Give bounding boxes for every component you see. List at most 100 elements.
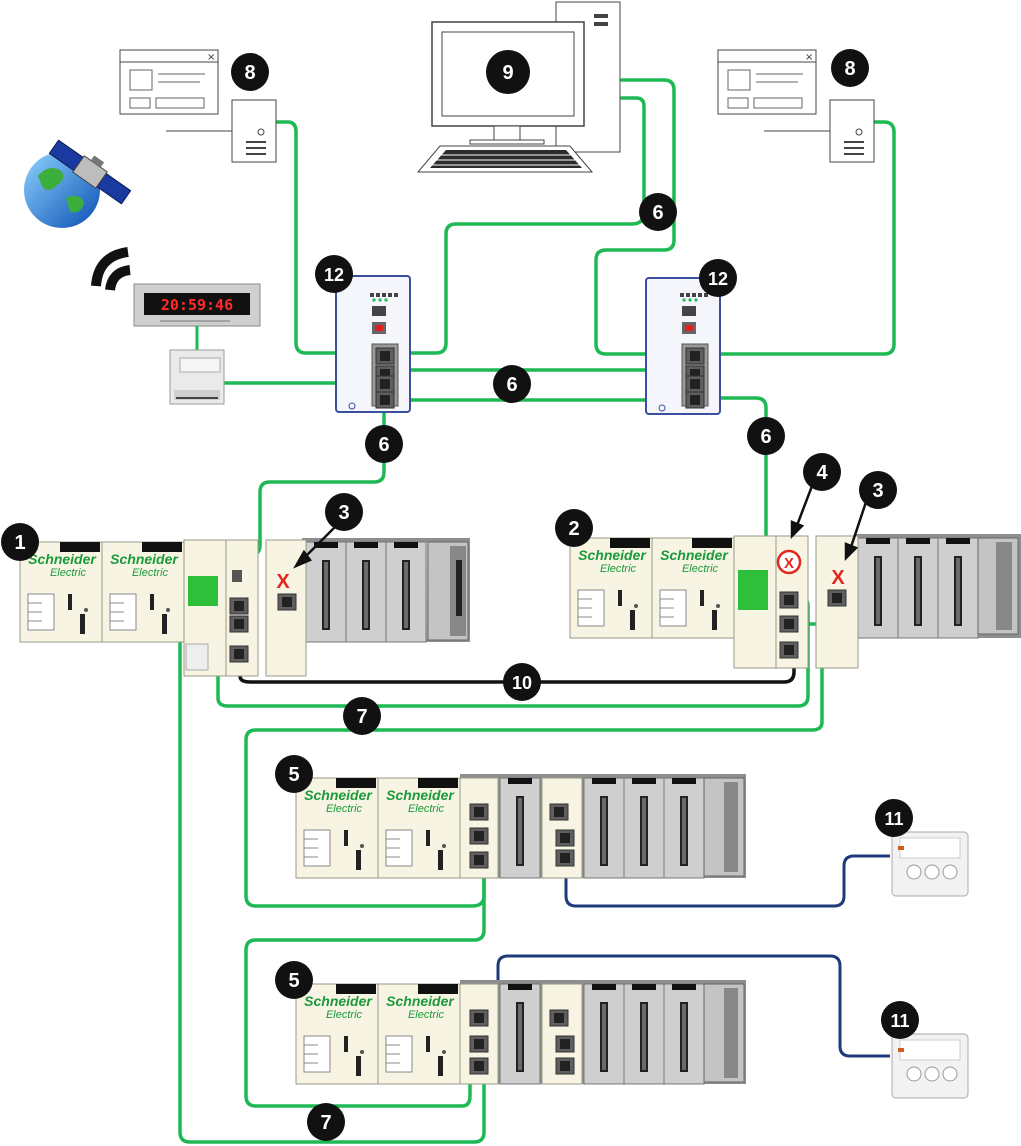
callout-c10: 10 <box>503 663 541 701</box>
cable-remote1-remote2 <box>244 876 486 1108</box>
cable-station8-right <box>700 120 896 356</box>
callout-c5b: 5 <box>275 961 313 999</box>
callout-number: 6 <box>760 426 771 448</box>
callout-c3b: 3 <box>859 471 897 509</box>
callout-circle <box>231 53 269 91</box>
callout-c6a: 6 <box>639 193 677 231</box>
callout-c11b: 11 <box>881 1001 919 1039</box>
svg-text:Schneider: Schneider <box>386 787 455 803</box>
cable-pc-to-switchB <box>594 78 686 356</box>
callout-c4: 4 <box>803 453 841 491</box>
callout-c6b: 6 <box>493 365 531 403</box>
callout-circle <box>555 509 593 547</box>
serial-cable-upper <box>564 854 890 908</box>
callout-number: 8 <box>244 62 255 84</box>
svg-text:Schneider: Schneider <box>304 787 373 803</box>
svg-text:Schneider: Schneider <box>660 547 729 563</box>
callout-c5a: 5 <box>275 755 313 793</box>
callout-circle <box>881 1001 919 1039</box>
remote-io-drop-lower <box>295 980 746 1085</box>
callout-c3a: 3 <box>325 493 363 531</box>
power-meter-upper <box>891 831 969 897</box>
time-server-module <box>169 349 225 405</box>
svg-text:Electric: Electric <box>132 567 169 579</box>
cable-switchA-rack1 <box>236 408 386 557</box>
callout-number: 1 <box>14 532 25 554</box>
svg-text:Schneider: Schneider <box>304 993 373 1009</box>
fault-mark-rack2: X <box>831 567 845 589</box>
svg-text:×: × <box>805 52 813 63</box>
operator-workstation-left: × <box>119 49 277 163</box>
callout-arrows <box>293 485 868 569</box>
fault-mark-port: X <box>784 555 794 572</box>
callout-circle <box>486 50 530 94</box>
callout-c8b: 8 <box>831 49 869 87</box>
callout-number: 11 <box>884 809 903 829</box>
standby-plc-rack <box>569 534 1021 669</box>
svg-text:Electric: Electric <box>408 803 445 815</box>
callout-number: 12 <box>708 269 728 289</box>
callout-circle <box>699 259 737 297</box>
svg-text:Schneider: Schneider <box>110 551 179 567</box>
callout-number: 7 <box>320 1112 331 1134</box>
remote-io-drop-upper <box>295 774 746 879</box>
callout-circle <box>1 523 39 561</box>
callout-circle <box>639 193 677 231</box>
svg-text:×: × <box>207 52 215 63</box>
callout-circle <box>365 425 403 463</box>
callout-c12a: 12 <box>315 255 353 293</box>
ethernet-switch-a <box>335 275 411 413</box>
cable-station8-left <box>274 120 374 355</box>
svg-text:Schneider: Schneider <box>28 551 97 567</box>
svg-text:Electric: Electric <box>326 803 363 815</box>
callout-c1: 1 <box>1 523 39 561</box>
callout-circle <box>875 799 913 837</box>
callout-number: 9 <box>502 62 513 84</box>
callout-c9: 9 <box>486 50 530 94</box>
callout-c7a: 7 <box>343 697 381 735</box>
svg-text:Electric: Electric <box>326 1009 363 1021</box>
callout-number: 5 <box>288 970 299 992</box>
fault-circle-icon <box>776 549 802 575</box>
callout-circle <box>859 471 897 509</box>
svg-text:Electric: Electric <box>600 563 637 575</box>
callout-number: 8 <box>844 58 855 80</box>
svg-text:Electric: Electric <box>682 563 719 575</box>
callout-circle <box>343 697 381 735</box>
callout-circle <box>493 365 531 403</box>
callout-number: 6 <box>378 434 389 456</box>
gps-satellite-icon <box>24 139 132 228</box>
ethernet-switch-b <box>645 277 721 415</box>
callout-number: 3 <box>338 502 349 524</box>
callout-number: 3 <box>872 480 883 502</box>
callout-number: 2 <box>568 518 579 540</box>
callout-c6c: 6 <box>365 425 403 463</box>
callout-number: 7 <box>356 706 367 728</box>
callout-circle <box>307 1103 345 1141</box>
callout-c2: 2 <box>555 509 593 547</box>
wireless-signal-icon <box>91 247 131 291</box>
svg-text:Schneider: Schneider <box>578 547 647 563</box>
callout-number: 6 <box>506 374 517 396</box>
callout-circle <box>315 255 353 293</box>
svg-text:Schneider: Schneider <box>386 993 455 1009</box>
callout-circle <box>803 453 841 491</box>
svg-text:Electric: Electric <box>50 567 87 579</box>
callout-number: 5 <box>288 764 299 786</box>
callout-number: 11 <box>890 1011 909 1031</box>
callout-circle <box>831 49 869 87</box>
primary-plc-rack <box>19 538 470 677</box>
callout-number: 12 <box>324 265 344 285</box>
brand-labels: SchneiderElectricSchneiderElectricSchnei… <box>28 547 729 1021</box>
callout-number: 10 <box>512 673 532 693</box>
callout-circle <box>275 755 313 793</box>
callout-circle <box>275 961 313 999</box>
